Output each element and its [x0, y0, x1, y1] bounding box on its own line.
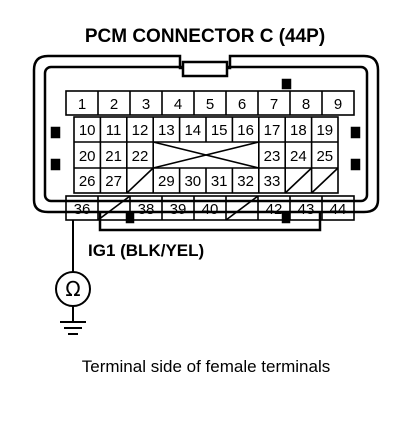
pin-label: 22 — [132, 148, 149, 165]
pin-label: 30 — [184, 173, 201, 190]
pin-label: 23 — [264, 148, 281, 165]
pin-label: 13 — [158, 122, 175, 139]
pin-label: 4 — [174, 96, 182, 113]
pin-label: 44 — [330, 201, 347, 218]
pin-label: 12 — [132, 122, 149, 139]
pin-label: 3 — [142, 96, 150, 113]
pin-grid — [65, 90, 355, 221]
pin-label-highlighted: 36 — [74, 201, 91, 218]
pin-label: 39 — [170, 201, 187, 218]
pin-label: 10 — [79, 122, 96, 139]
pin-label: 1 — [78, 96, 86, 113]
pin-label: 26 — [79, 173, 96, 190]
pin-label: 16 — [237, 122, 254, 139]
pin-label: 5 — [206, 96, 214, 113]
pin-label: 7 — [270, 96, 278, 113]
pin-label: 40 — [202, 201, 219, 218]
caption: Terminal side of female terminals — [82, 357, 330, 376]
test-lead — [60, 220, 86, 335]
pin-label: 8 — [302, 96, 310, 113]
pin-label: 2 — [110, 96, 118, 113]
pin-label: 31 — [211, 173, 228, 190]
pin-label: 38 — [138, 201, 155, 218]
pin-label: 33 — [264, 173, 281, 190]
connector-title: PCM CONNECTOR C (44P) — [85, 26, 325, 47]
connector-housing — [32, 54, 380, 232]
pin-label: 11 — [106, 122, 122, 139]
pin-label: 43 — [298, 201, 315, 218]
pin-label: 24 — [290, 148, 307, 165]
wire-label: IG1 (BLK/YEL) — [88, 241, 204, 260]
pin-label: 15 — [211, 122, 228, 139]
ohmmeter-icon: Ω — [55, 271, 91, 307]
pin-label: 20 — [79, 148, 96, 165]
pin-label: 6 — [238, 96, 246, 113]
ohm-symbol: Ω — [65, 277, 80, 301]
pin-label: 19 — [316, 122, 333, 139]
pin-label: 18 — [290, 122, 307, 139]
pin-label: 42 — [266, 201, 283, 218]
pin-label: 29 — [158, 173, 175, 190]
pin-labels: 1 2 3 4 5 6 7 8 9 10 11 12 13 14 15 16 1… — [74, 96, 347, 218]
pin-label: 32 — [237, 173, 254, 190]
pin-label: 21 — [105, 148, 122, 165]
pin-label: 14 — [184, 122, 201, 139]
pin-label: 27 — [105, 173, 122, 190]
pin-label: 9 — [334, 96, 342, 113]
pin-label: 17 — [264, 122, 281, 139]
pin-label: 25 — [316, 148, 333, 165]
